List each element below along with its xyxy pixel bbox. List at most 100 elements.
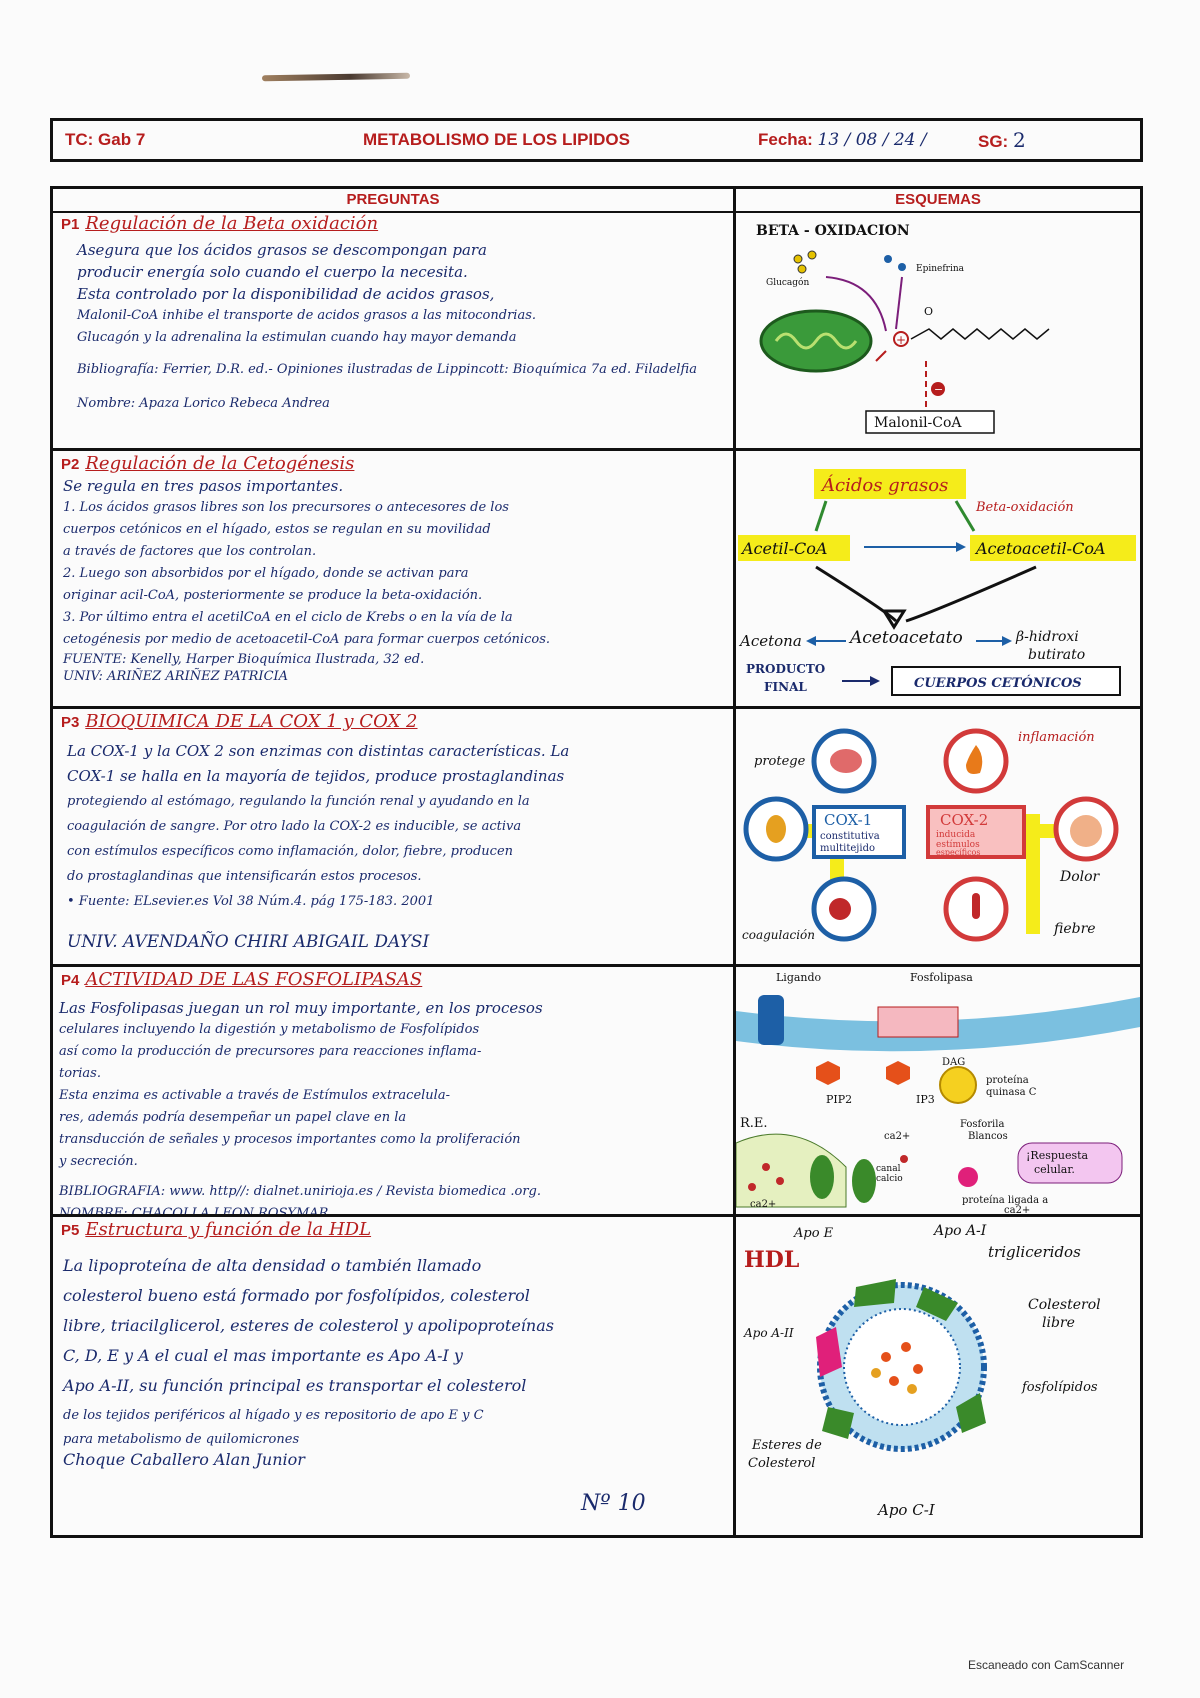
respuesta-label-2: celular. (1034, 1163, 1075, 1176)
cox1-sub2: multitejido (820, 843, 875, 854)
hdl-label: HDL (744, 1247, 799, 1273)
ca-label: ca2+ (884, 1131, 910, 1142)
page-header: TC: Gab 7 METABOLISMO DE LOS LIPIDOS Fec… (50, 118, 1143, 162)
cox2-sub3: específicos (936, 848, 980, 857)
acetona-label: Acetona (738, 632, 802, 650)
apoe-label: Apo E (793, 1226, 834, 1241)
svg-text:+: + (896, 333, 906, 347)
fiebre-label: fiebre (1053, 921, 1096, 937)
cox1-sub1: constitutiva (820, 831, 880, 842)
beta-label: Beta-oxidación (975, 500, 1074, 515)
answer-text: La lipoproteína de alta densidad o tambi… (63, 1251, 725, 1471)
author-name: Nombre: Apaza Lorico Rebeca Andrea (77, 396, 330, 411)
sg-value: 2 (1012, 128, 1026, 152)
colesterol-libre-label-2: libre (1042, 1315, 1075, 1331)
kinase-icon (939, 1066, 977, 1104)
producto-label-2: FINAL (764, 680, 807, 694)
proteina-label-1: proteína (986, 1075, 1029, 1086)
dolor-label: Dolor (1059, 869, 1101, 885)
proteina-ligada-label-1: proteína ligada a (962, 1195, 1048, 1206)
bibliography: BIBLIOGRAFIA: www. http//: dialnet.uniri… (59, 1184, 541, 1199)
course-label: TC: Gab 7 (65, 130, 146, 149)
acetil-box (738, 535, 850, 561)
proteina-ligada-label-2: ca2+ (1004, 1205, 1030, 1216)
cox2-sub2: estímulos (936, 839, 980, 850)
date-field: Fecha: 13 / 08 / 24 / (758, 130, 927, 150)
column-header-esquemas: ESQUEMAS (736, 189, 1140, 213)
beta-oxidation-diagram: BETA - OXIDACION Glucagón Epinefrina + O (756, 223, 1050, 434)
author-name: UNIV. AVENDAÑO CHIRI ABIGAIL DAYSI (67, 932, 430, 952)
trigliceridos-label: trigliceridos (988, 1243, 1081, 1261)
fosforila-label-1: Fosforila (960, 1119, 1004, 1130)
apoc-label: Apo C-I (876, 1501, 936, 1519)
scheme-p2: Ácidos grasos Beta-oxidación Acetil-CoA … (736, 451, 1140, 709)
cox1-label: COX-1 (824, 811, 872, 829)
pip2-label: PIP2 (826, 1093, 852, 1106)
phospholipase-diagram: Ligando Fosfolipasa DAG proteína quinasa… (736, 971, 1140, 1216)
column-header-preguntas: PREGUNTAS (53, 189, 736, 213)
page-title: METABOLISMO DE LOS LIPIDOS (363, 130, 630, 149)
re-label: R.E. (740, 1116, 768, 1131)
colesterol-libre-label-1: Colesterol (1028, 1297, 1101, 1313)
author-name: NOMBRE: CHACOLLA LEON ROSYMAR (59, 1206, 329, 1217)
coagulacion-label: coagulación (742, 928, 815, 942)
acetoacetato-label: Acetoacetato (848, 628, 963, 648)
fatty-acid-chain (910, 328, 1050, 340)
dag-label: DAG (942, 1057, 965, 1068)
ip3-label: IP3 (916, 1093, 935, 1106)
date-value: 13 / 08 / 24 / (817, 130, 927, 150)
apoa1-label: Apo A-I (932, 1223, 987, 1239)
cox2-box (926, 805, 1026, 859)
acidos-label: Ácidos grasos (820, 473, 948, 496)
canal-label-2: calcio (876, 1174, 903, 1184)
scheme-p4: Ligando Fosfolipasa DAG proteína quinasa… (736, 967, 1140, 1217)
scheme-p1: BETA - OXIDACION Glucagón Epinefrina + O (736, 211, 1140, 448)
bibliography: Bibliografía: Ferrier, D.R. ed.- Opinion… (77, 362, 697, 377)
cox1-box (812, 805, 906, 859)
author-name: Choque Caballero Alan Junior (63, 1450, 305, 1469)
hidroxi-label-1: β-hidroxi (1015, 629, 1079, 645)
cuerpos-box (891, 666, 1121, 696)
sg-field: SG: 2 (978, 128, 1026, 152)
esteres-label-1: Esteres de (751, 1438, 822, 1453)
scheme-p3: protege COX-1 constitutiva multitejido c… (736, 709, 1140, 967)
acetoacetil-label: Acetoacetil-CoA (974, 539, 1106, 558)
diagram-title: BETA - OXIDACION (756, 223, 910, 239)
apoa2-label: Apo A-II (743, 1326, 794, 1340)
answer-text: Asegura que los ácidos grasos se descomp… (77, 239, 725, 415)
hidroxi-label-2: butirato (1028, 647, 1085, 663)
cuerpos-label: CUERPOS CETÓNICOS (914, 674, 1082, 691)
answer-text: Las Fosfolipasas juegan un rol muy impor… (59, 997, 725, 1217)
malonil-label: Malonil-CoA (874, 415, 962, 431)
canal-label-1: canal (876, 1164, 901, 1174)
receptor-icon (758, 995, 784, 1045)
proteina-label-2: quinasa C (986, 1087, 1037, 1098)
page-number: Nº 10 (581, 1491, 646, 1516)
fosfolipidos-label: fosfolípidos (1021, 1380, 1098, 1395)
acetil-label: Acetil-CoA (740, 539, 827, 558)
answer-text: La COX-1 y la COX 2 son enzimas con dist… (67, 739, 725, 955)
hdl-diagram: HDL Apo E Apo A-I trigliceridos Apo A-II… (743, 1223, 1101, 1519)
scheme-p5: HDL Apo E Apo A-I trigliceridos Apo A-II… (736, 1217, 1140, 1538)
ligando-label: Ligando (776, 971, 822, 984)
fosforila-label-2: Blancos (968, 1131, 1008, 1142)
respuesta-label-1: ¡Respuesta (1026, 1149, 1089, 1162)
answer-text: Se regula en tres pasos importantes. 1. … (63, 477, 550, 684)
glucagon-label: Glucagón (766, 277, 809, 288)
ketogenesis-diagram: Ácidos grasos Beta-oxidación Acetil-CoA … (738, 469, 1136, 696)
cox2-label: COX-2 (940, 811, 988, 829)
scanner-watermark: Escaneado con CamScanner (968, 1658, 1125, 1672)
